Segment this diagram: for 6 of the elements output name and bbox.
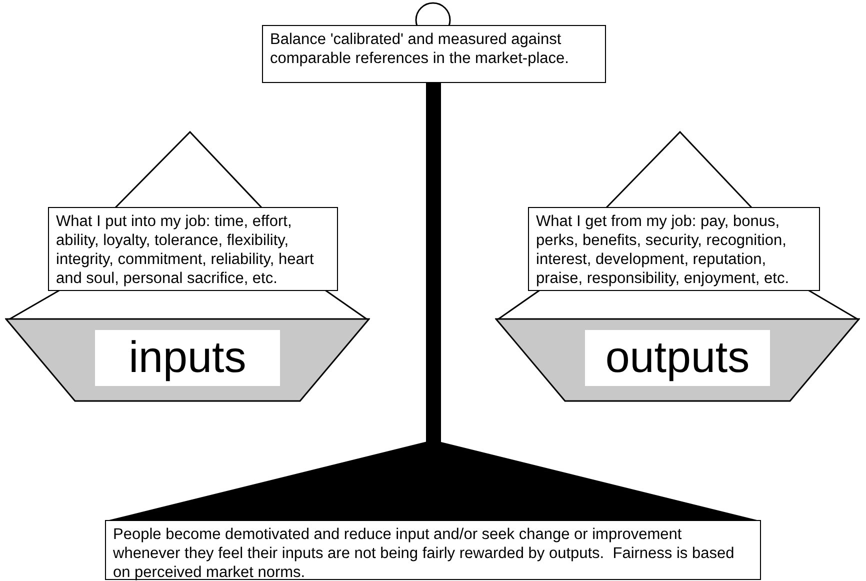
- text-box: What I put into my job: time, effort, ability, loyalty, tolerance, flexibility, integrity, commitment, reliability, heart and soul, personal sacrifice, etc.: [48, 207, 338, 291]
- pan-label: outputs: [585, 330, 770, 386]
- text-box: People become demotivated and reduce input and/or seek change or improvement whenever they feel their inputs are not being fairly rewarded by outputs. Fairness is based on perceived market norms.: [105, 520, 761, 580]
- pan-label: inputs: [95, 330, 280, 386]
- text-box: Balance 'calibrated' and measured against comparable references in the market-place.: [262, 25, 606, 83]
- text-box: What I get from my job: pay, bonus, perks, benefits, security, recognition, interest, development, reputation, praise, responsibility, enjoyment, etc.: [528, 207, 820, 291]
